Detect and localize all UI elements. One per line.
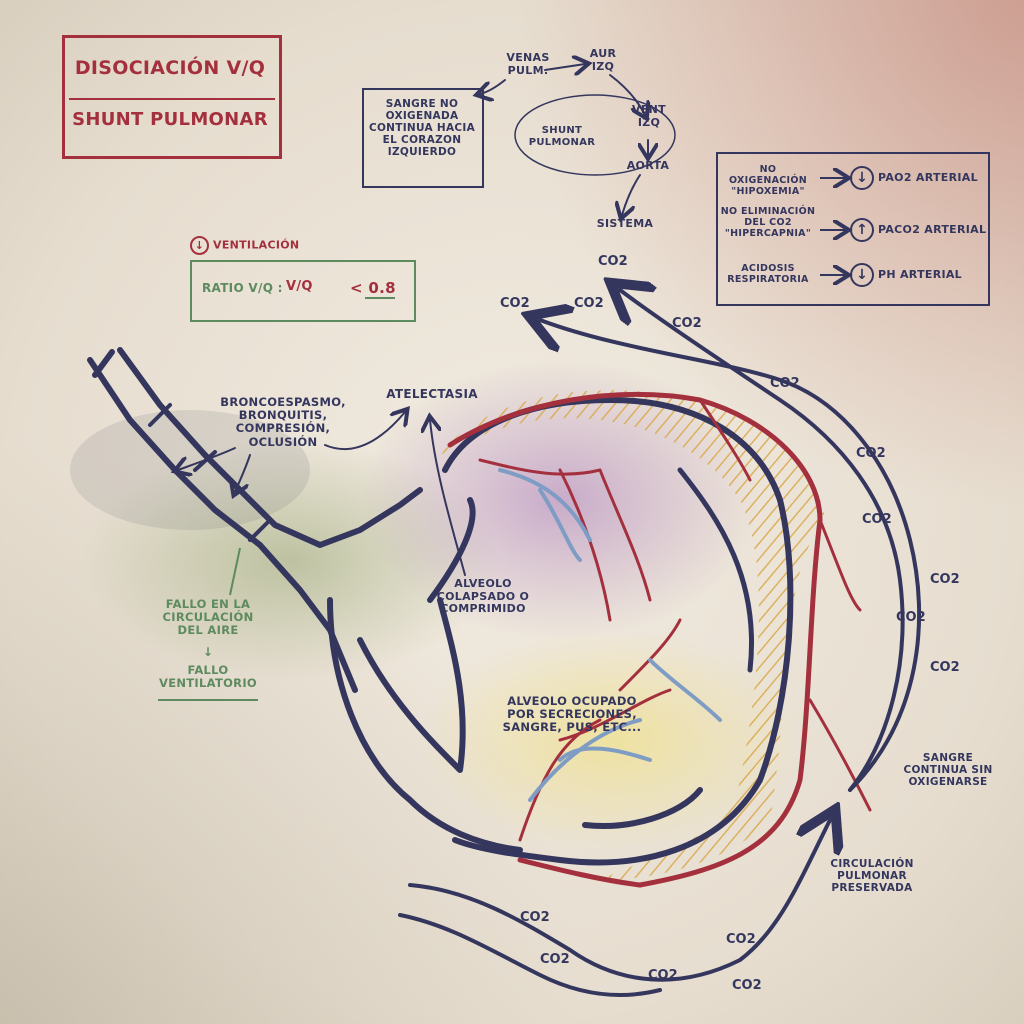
cycle-vent-izq: Vent Izq [632, 103, 666, 129]
circulation-lines [398, 290, 922, 997]
title-divider [69, 98, 275, 100]
co2-label: CO2 [540, 952, 570, 967]
co2-label: CO2 [648, 968, 678, 983]
co2-label: CO2 [732, 978, 762, 993]
co2-label-left: CO2 [500, 296, 530, 311]
cycle-venas: Venas Pulm. [506, 51, 550, 77]
effect-2-label: No eliminación del CO2 "Hipercapnia" [720, 206, 816, 239]
lower-alveolus [327, 497, 523, 853]
cycle-aorta: Aorta [626, 159, 670, 172]
co2-label: CO2 [930, 572, 960, 587]
co2-label: CO2 [520, 910, 550, 925]
atelectasia-label: Atelectasia [386, 387, 478, 401]
sangre-continua-label: Sangre continua sin oxigenarse [903, 752, 993, 789]
co2-label: CO2 [672, 316, 702, 331]
annotation-arrows [178, 64, 676, 576]
co2-label: CO2 [930, 660, 960, 675]
green-lines [158, 297, 395, 701]
fallo-arrow-icon: ↓ [202, 645, 214, 659]
blue-vessels [498, 468, 722, 802]
co2-label: CO2 [574, 296, 604, 311]
main-alveolus [442, 396, 794, 866]
effect-2-result: PaCO2 arterial [878, 223, 987, 236]
effects-box [716, 152, 990, 306]
alveolo-colapsado-label: Alveolo colapsado o comprimido [436, 577, 530, 616]
bronco-label: Broncoespasmo, bronquitis, compresión, o… [220, 395, 346, 449]
effect-arrows [820, 178, 845, 275]
co2-label: CO2 [726, 932, 756, 947]
co2-label: CO2 [896, 610, 926, 625]
bronchus [87, 347, 423, 693]
note-text: Sangre no oxigenada continua hacia el co… [368, 98, 476, 159]
title-line2: Shunt Pulmonar [72, 109, 268, 130]
effect-1-result: PaO2 arterial [878, 171, 978, 184]
cycle-shunt: Shunt Pulmonar [528, 125, 596, 148]
yellow-wash [420, 630, 800, 850]
ratio-label: Ratio V/Q : [202, 281, 283, 295]
effect-3-result: pH arterial [878, 268, 962, 281]
effect-1-down-icon: ↓ [850, 166, 874, 190]
title-box [62, 35, 282, 159]
effect-3-down-icon: ↓ [850, 263, 874, 287]
co2-label-sistema: CO2 [598, 254, 628, 269]
note-box [362, 88, 484, 188]
effect-3-label: Acidosis respiratoria [727, 263, 809, 285]
red-vessels [447, 391, 872, 888]
fallo-ventilatorio-label: Fallo ventilatorio [159, 663, 257, 691]
effect-1-label: No oxigenación "Hipoxemia" [728, 164, 808, 197]
cycle-aur-izq: Aur Izq [589, 47, 617, 73]
ratio-box [190, 260, 416, 322]
ventilacion-header-text: Ventilación [213, 238, 300, 252]
effect-2-up-icon: ↑ [850, 218, 874, 242]
co2-label: CO2 [856, 446, 886, 461]
ventilacion-header: ↓ Ventilación [190, 236, 299, 255]
fallo-circulacion-label: Fallo en la circulación del aire [162, 597, 254, 638]
ratio-fraction: V/Q [286, 279, 313, 294]
title-line1: Disociación V/Q [74, 57, 266, 79]
ratio-value: < 0.8 [350, 279, 396, 297]
co2-label: CO2 [770, 376, 800, 391]
cycle-sistema: Sistema [596, 217, 654, 230]
circulacion-label: Circulación pulmonar preservada [830, 858, 914, 895]
down-arrow-icon: ↓ [190, 236, 209, 255]
alveolo-ocupado-label: Alveolo ocupado por secreciones, sangre,… [502, 694, 642, 735]
co2-label: CO2 [862, 512, 892, 527]
